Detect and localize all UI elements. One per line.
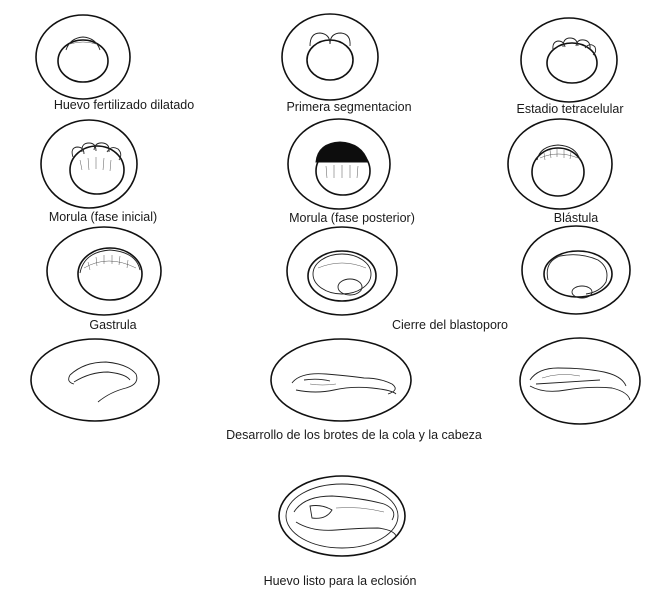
stage-head-bud: [271, 339, 411, 421]
caption-early-morula: Morula (fase inicial): [49, 210, 157, 224]
caption-ready-to-hatch: Huevo listo para la eclosión: [264, 574, 417, 588]
stage-blastopore-closed: [522, 226, 630, 314]
stage-four-cell: [521, 18, 617, 102]
caption-gastrula: Gastrula: [89, 318, 136, 332]
stage-tail-bud: [31, 339, 159, 421]
caption-late-morula: Morula (fase posterior): [289, 211, 415, 225]
caption-four-cell-stage: Estadio tetracelular: [516, 102, 623, 116]
caption-first-cleavage: Primera segmentacion: [286, 100, 411, 114]
stage-first-cleavage: [282, 14, 378, 100]
stage-blastopore-closing: [287, 227, 397, 315]
caption-tail-head-bud-development: Desarrollo de los brotes de la cola y la…: [226, 428, 482, 442]
stage-ready-to-hatch: [279, 476, 405, 556]
stage-gastrula: [47, 227, 161, 315]
stage-blastula: [508, 119, 612, 209]
stage-late-morula: [288, 119, 390, 209]
stage-early-morula: [41, 120, 137, 208]
caption-blastula: Blástula: [554, 211, 598, 225]
stage-body-elongation: [520, 338, 640, 424]
caption-fertilized-egg: Huevo fertilizado dilatado: [54, 98, 194, 112]
stage-fertilized-egg: [36, 15, 130, 99]
caption-blastopore-closure: Cierre del blastoporo: [392, 318, 508, 332]
